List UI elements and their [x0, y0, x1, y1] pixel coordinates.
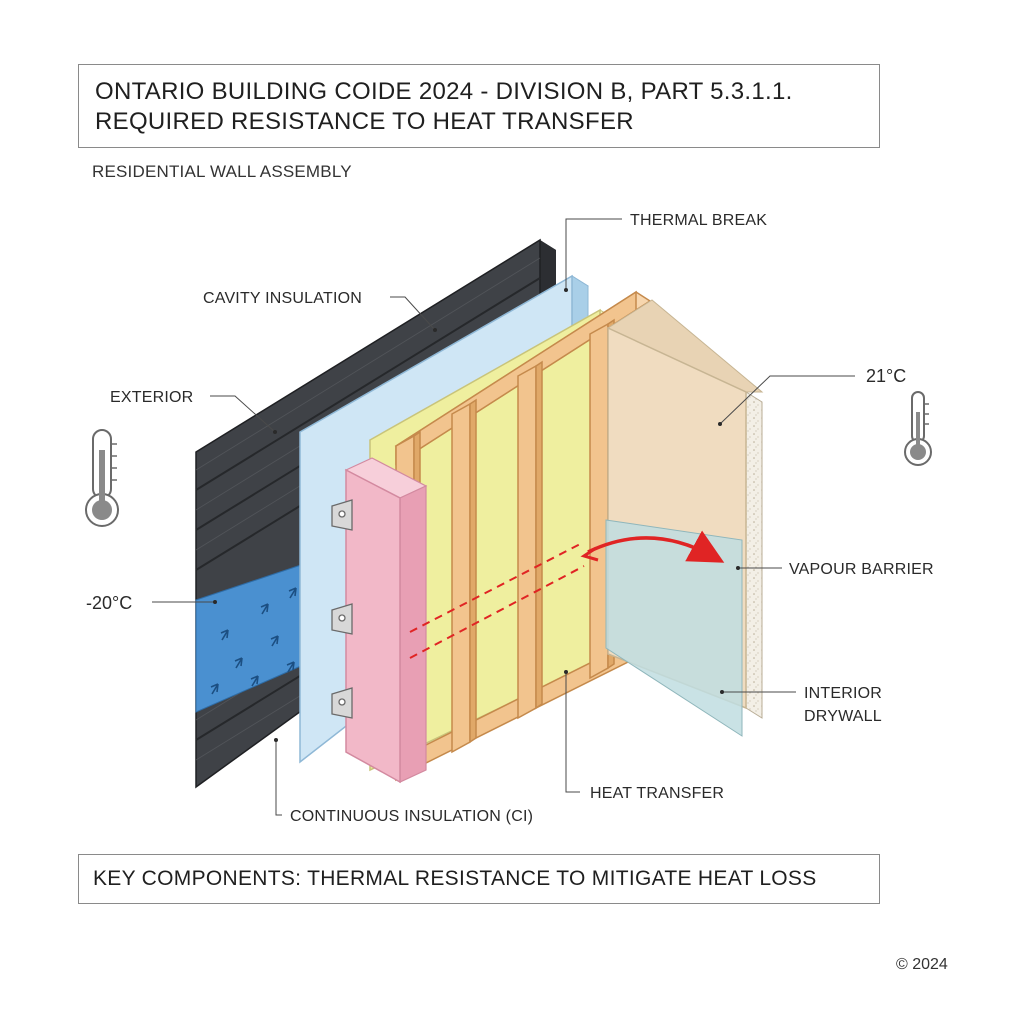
thermometer-icon: [904, 391, 932, 466]
heat-flow-lines: [409, 541, 585, 659]
key-components-box: KEY COMPONENTS: THERMAL RESISTANCE TO MI…: [78, 854, 880, 904]
heat-transfer-arrow-tail: [580, 546, 599, 562]
thermometer-icon: [85, 429, 119, 527]
page-title-line-2: REQUIRED RESISTANCE TO HEAT TRANSFER: [95, 108, 634, 135]
label-interior-drywall-line-2: DRYWALL: [804, 708, 882, 725]
label-thermal-break: THERMAL BREAK: [630, 212, 767, 229]
diagram-subtitle: RESIDENTIAL WALL ASSEMBLY: [92, 162, 352, 181]
label-heat-transfer: HEAT TRANSFER: [590, 785, 724, 802]
continuous-insulation-block: [344, 457, 428, 784]
leader-lines: [152, 218, 855, 816]
copyright-notice: © 2024: [896, 956, 948, 973]
cold-air-band: [195, 561, 311, 713]
label-exterior-temperature: -20°C: [86, 593, 132, 613]
title-box: ONTARIO BUILDING COIDE 2024 - DIVISION B…: [78, 64, 880, 148]
fastener-clip: [331, 499, 353, 719]
heat-transfer-arrow: [587, 530, 725, 563]
label-vapour-barrier: VAPOUR BARRIER: [789, 561, 934, 578]
leader-dots: [213, 288, 740, 742]
label-cavity-insulation: CAVITY INSULATION: [203, 290, 362, 307]
label-exterior: EXTERIOR: [110, 389, 193, 406]
label-interior-temperature: 21°C: [866, 366, 906, 386]
label-continuous-insulation: CONTINUOUS INSULATION (CI): [290, 808, 533, 825]
label-interior-drywall-line-1: INTERIOR: [804, 685, 882, 702]
vapour-barrier-sheet: [605, 519, 743, 737]
page-title-line-1: ONTARIO BUILDING COIDE 2024 - DIVISION B…: [95, 78, 793, 105]
